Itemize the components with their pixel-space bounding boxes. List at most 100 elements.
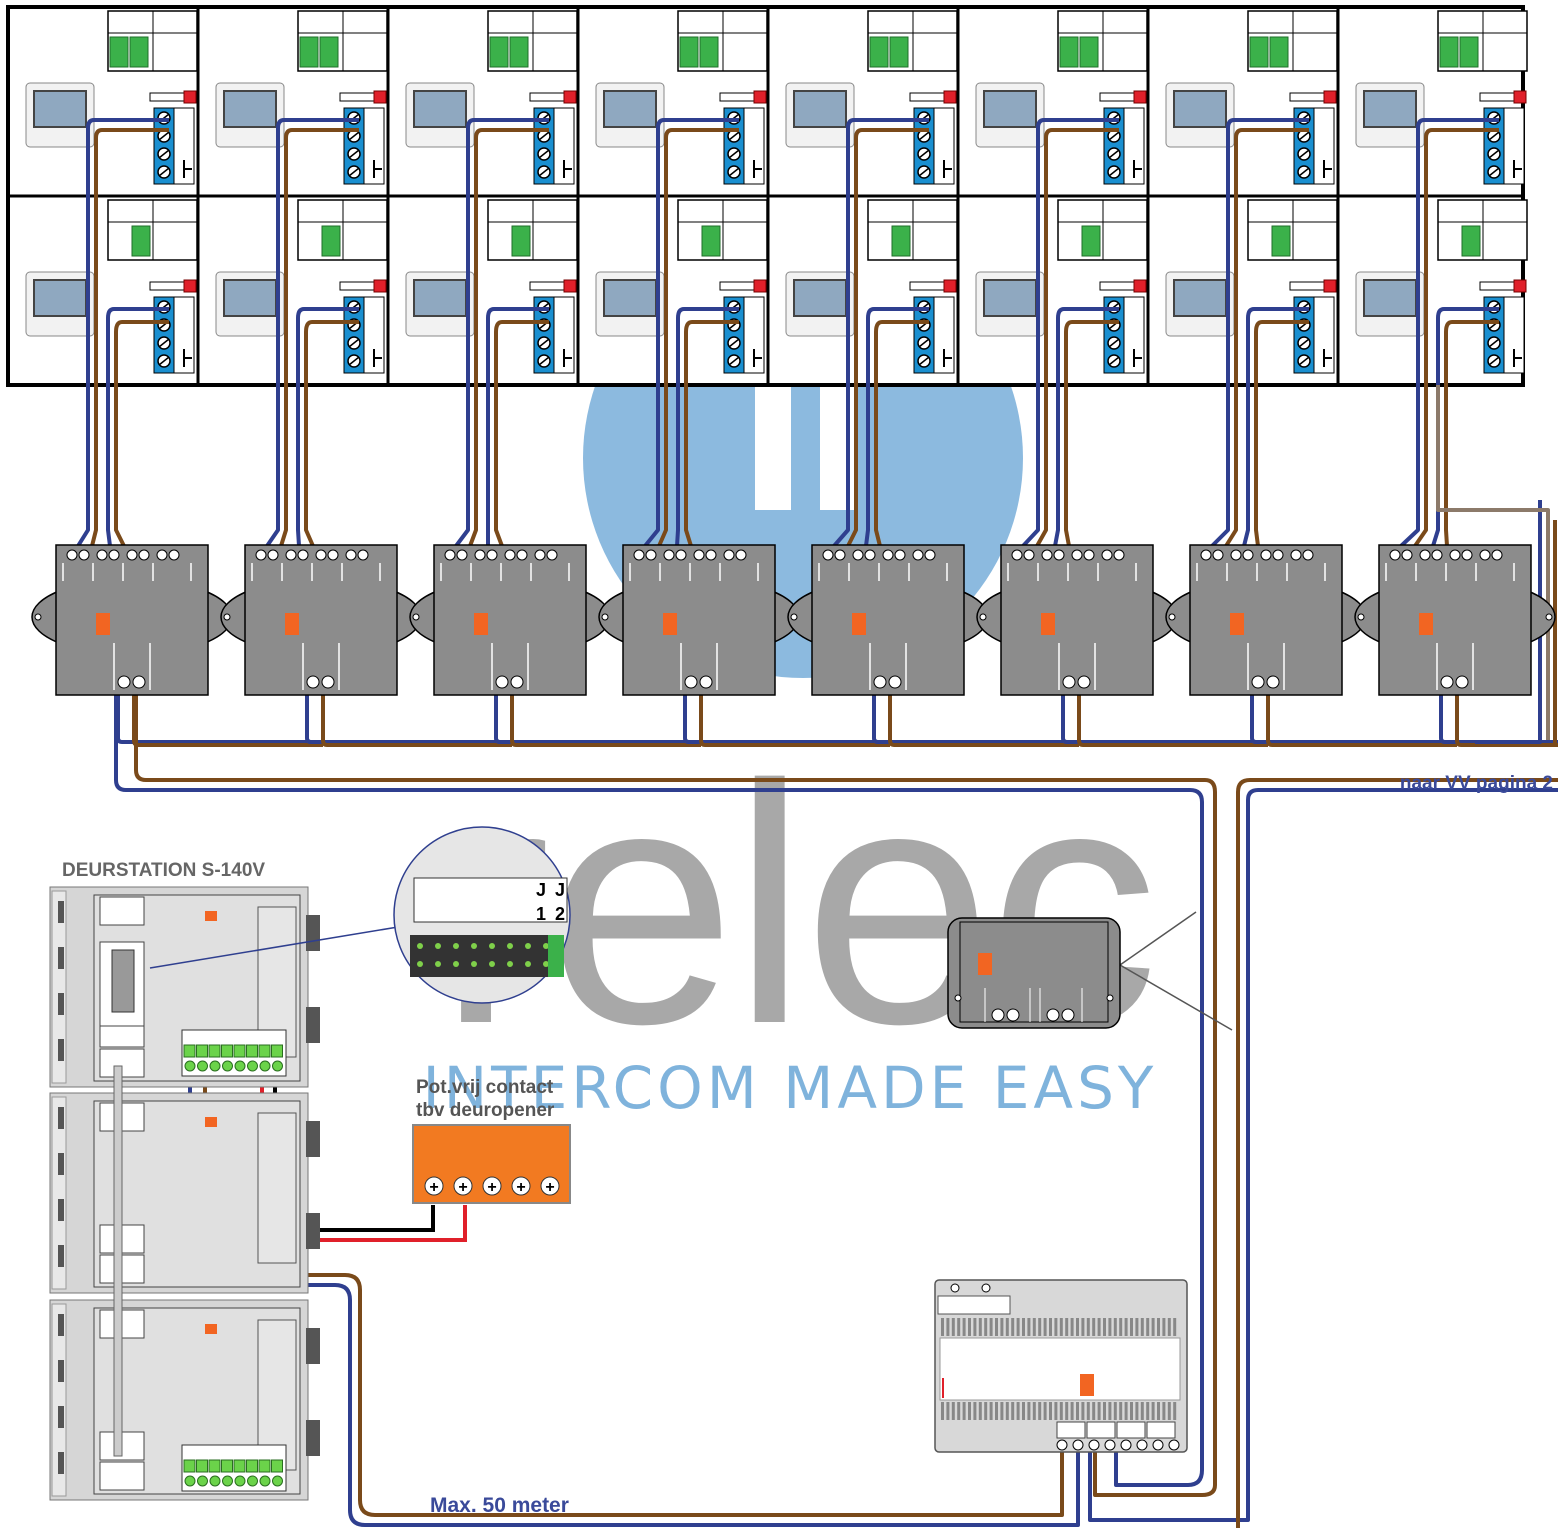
monitor-screen [33,279,87,317]
distributor-body [1000,544,1154,696]
bus-wire [1021,118,1119,548]
distributor-8 [1354,544,1556,696]
jumper-header [413,877,568,923]
dip-digit [1059,36,1079,68]
jumper-label: J [555,880,565,900]
monitor-screen [603,279,657,317]
monitor-screen [413,90,467,128]
dip-digit [109,36,129,68]
brand-mark [1419,613,1433,635]
door-station: DEURSTATION S-140V [49,860,320,1501]
brand-mark [96,613,110,635]
switch-toggle [1323,279,1337,293]
bus-wire [1444,320,1499,547]
monitor-screen [603,90,657,128]
bus-wire [1061,690,1252,744]
dip-digit [131,225,151,257]
switch-toggle [563,279,577,293]
dip-digit [869,36,889,68]
switch-toggle [753,90,767,104]
apartment-22 [1165,10,1338,185]
bus-wire [76,118,169,548]
bus-wire [304,320,359,547]
dip-digit [1271,225,1291,257]
arrow-line [1119,964,1233,1031]
jumper-pins [410,935,564,977]
distributor-body [811,544,965,696]
bus-wire [106,307,169,547]
switch-toggle [753,279,767,293]
watermark-tagline: INTERCOM MADE EASY [423,1054,1158,1122]
bus-wire [832,118,929,548]
bus-wire [1077,690,1268,747]
bus-wire [494,690,685,744]
brand-mark [978,953,992,975]
switch-toggle [183,279,197,293]
distributor-7 [1165,544,1367,696]
bus-wire [675,307,739,547]
door-station-title: DEURSTATION S-140V [62,860,265,881]
dip-digit [321,225,341,257]
door-module-2 [49,1092,320,1294]
bus-wire [454,118,549,548]
bus-wire [1035,128,1119,547]
distributor-body [1189,544,1343,696]
monitor-screen [793,279,847,317]
dip-digit [1249,36,1269,68]
max-distance-note: Max. 50 meter [430,1494,569,1517]
brand-mark [1080,1374,1094,1396]
brand-mark [1230,613,1244,635]
bus-wire [888,690,1079,747]
bus-wire [1455,690,1558,747]
bus-wire [683,690,874,744]
dip-digit [509,36,529,68]
bus-wire [1266,690,1457,747]
switch-toggle [373,279,387,293]
bus-wire [321,690,512,747]
apartment-5 [785,199,958,374]
svg-text:+: + [458,1179,467,1196]
dip-digit [891,225,911,257]
door-relay: Pot.vrij contact tbv deuropener +++++ [412,1077,571,1204]
dip-digit [489,36,509,68]
switch-toggle [1513,90,1527,104]
distributor-body [1378,544,1532,696]
bus-wire [1431,307,1499,547]
dip-digit [679,36,699,68]
dip-digit [319,36,339,68]
dip-digit [511,225,531,257]
switch-toggle [1323,90,1337,104]
bus-wire [305,690,496,744]
apartment-16 [25,10,198,185]
bus-wire [116,690,307,744]
monitor-screen [793,90,847,128]
bus-wire [90,128,169,547]
monitor-screen [223,279,277,317]
to-page-note: naar VV pagina 2 [1400,773,1553,794]
jumper-label: 2 [555,904,565,924]
bus-wire [1254,320,1309,547]
bus-wire [1210,118,1309,548]
switch-toggle [1133,90,1147,104]
ribbon-cable [113,1065,123,1457]
switch-toggle [373,90,387,104]
bus-wire [134,690,1217,1497]
monitor-screen [1363,90,1417,128]
dip-digit [1269,36,1289,68]
bus-wire [265,118,359,548]
jumper-label: 1 [536,904,546,924]
monitor-screen [1173,90,1227,128]
distributor-body [55,544,209,696]
bus-wire [864,307,929,547]
distributor-body [244,544,398,696]
bus-wire [1439,690,1558,744]
distributor-row [31,544,1556,696]
dip-digit [1081,225,1101,257]
power-supply-e67 [934,1279,1188,1453]
bus-wire [279,128,359,547]
bus-wire [657,128,739,547]
bus-wire [132,690,323,747]
bus-wire [468,128,549,547]
apartment-1 [25,199,198,374]
distributor-1 [31,544,233,696]
